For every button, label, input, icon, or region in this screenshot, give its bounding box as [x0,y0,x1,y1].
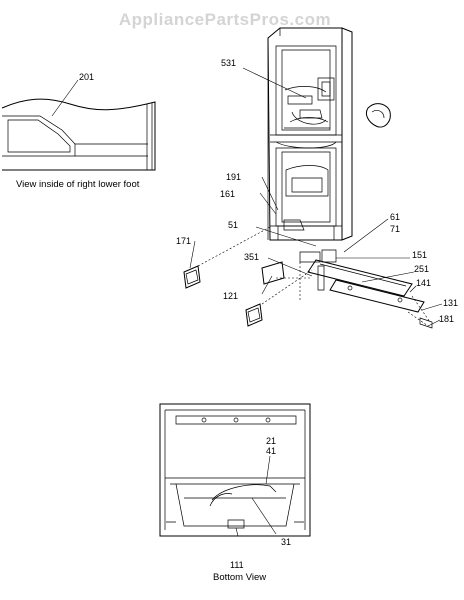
label-61: 61 [390,212,400,222]
leveling-foot-left [183,225,273,289]
label-131: 131 [443,298,458,308]
label-111: 111 [230,560,244,570]
label-121: 121 [223,291,238,301]
label-181: 181 [439,314,454,324]
label-351: 351 [244,252,259,262]
label-191: 191 [226,172,241,182]
caption-foot-view: View inside of right lower foot [16,179,140,190]
leader-lines [189,67,443,327]
bottom-view-drawing [159,403,311,537]
label-251: 251 [414,264,429,274]
watermark: AppliancePartsPros.com [119,10,331,29]
caption-bottom-view: Bottom View [213,572,266,583]
foot-detail-inset [1,79,156,171]
label-141: 141 [416,278,431,288]
label-151: 151 [412,250,427,260]
leveling-foot-right [245,269,313,327]
label-201: 201 [79,72,94,82]
grille-assembly [299,249,433,329]
label-161: 161 [220,189,235,199]
label-21: 21 [266,436,276,446]
hinge-pin [317,265,325,291]
label-71: 71 [390,224,400,234]
refrigerator-cabinet [267,27,391,241]
label-171: 171 [176,236,191,246]
label-31: 31 [281,537,291,547]
label-531: 531 [221,58,236,68]
label-41: 41 [266,446,276,456]
label-51: 51 [228,220,238,230]
roller-bracket [261,261,310,285]
